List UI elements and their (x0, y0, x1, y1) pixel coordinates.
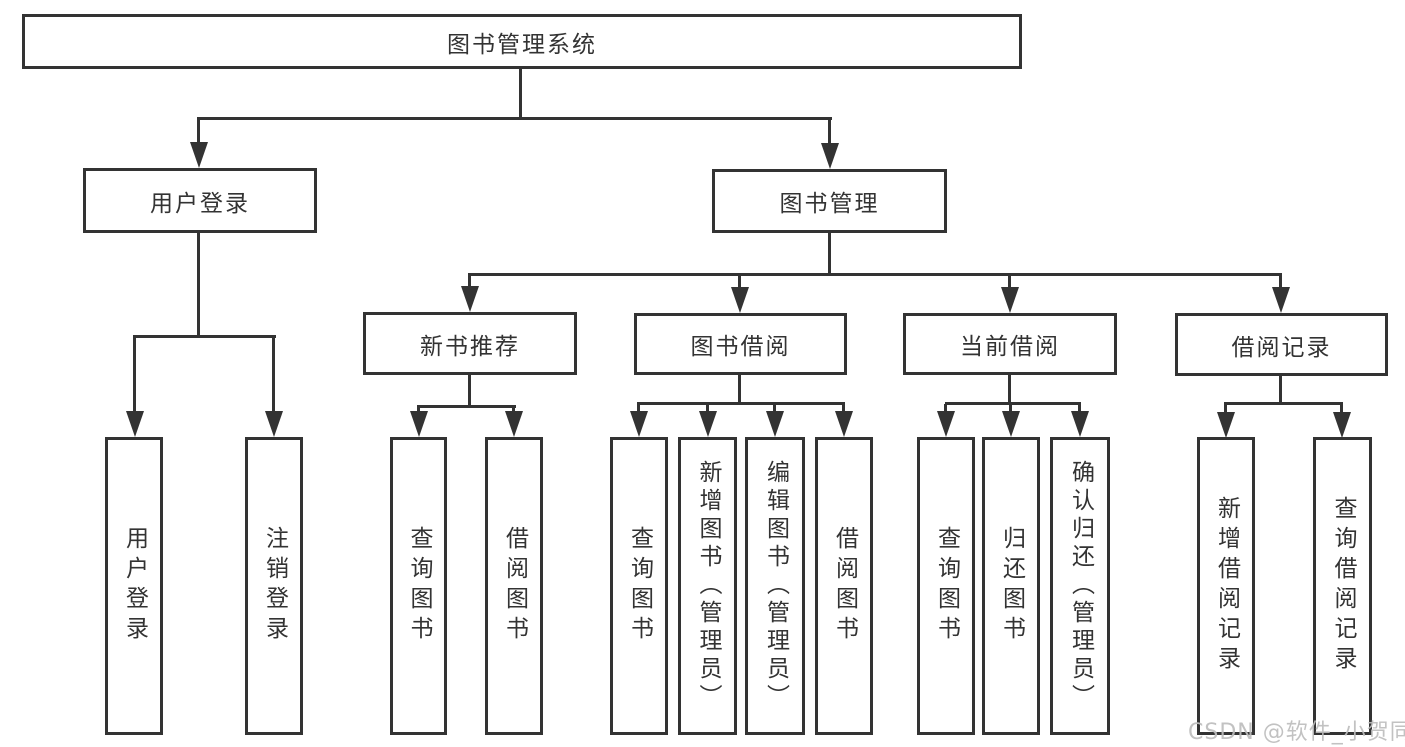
node-library-system: 图书管理系统 (22, 14, 1022, 69)
arrow-down-icon (937, 411, 955, 437)
node-current-borrow: 当前借阅 (903, 313, 1117, 375)
connector-drop-borrow-records (1279, 275, 1282, 288)
node-leaf-return-books: 归还图书 (982, 437, 1040, 735)
arrow-down-icon (731, 287, 749, 313)
connector-drop (1340, 404, 1343, 412)
connector-drop-login-leaf (133, 337, 136, 411)
arrow-down-icon (1071, 411, 1089, 437)
connector-drop (417, 407, 420, 412)
connector-drop (706, 404, 709, 411)
node-leaf-add-book-admin-label: 新增图书（管理员） (695, 460, 721, 712)
connector-drop-book-borrow (738, 275, 741, 288)
arrow-down-icon (835, 411, 853, 437)
node-new-book-recommend-label: 新书推荐 (420, 333, 520, 360)
node-borrow-records-label: 借阅记录 (1231, 334, 1332, 361)
node-leaf-user-login: 用户登录 (105, 437, 163, 735)
connector-borrow-records-bus (1224, 402, 1343, 405)
arrow-down-icon (505, 411, 523, 437)
arrow-down-icon (630, 411, 648, 437)
node-leaf-borrow-books-recommend-label: 借阅图书 (501, 526, 528, 646)
connector-new-book-stem (468, 375, 471, 407)
node-leaf-query-borrow-record: 查询借阅记录 (1313, 437, 1372, 735)
node-leaf-return-books-label: 归还图书 (998, 526, 1025, 646)
arrow-down-icon (1217, 412, 1235, 438)
node-leaf-confirm-return-admin: 确认归还（管理员） (1050, 437, 1110, 735)
connector-drop (773, 404, 776, 411)
node-leaf-query-books-current-label: 查询图书 (933, 526, 960, 646)
node-new-book-recommend: 新书推荐 (363, 312, 577, 375)
connector-drop-book-management (828, 119, 831, 144)
node-leaf-query-books-borrow-label: 查询图书 (626, 526, 653, 646)
node-leaf-query-books-borrow: 查询图书 (610, 437, 668, 735)
connector-user-login-bus (133, 335, 276, 338)
connector-drop (1078, 404, 1081, 411)
connector-borrow-records-stem (1279, 376, 1282, 404)
node-library-system-label: 图书管理系统 (447, 31, 597, 58)
arrow-down-icon (190, 142, 208, 168)
node-leaf-add-book-admin: 新增图书（管理员） (678, 437, 737, 735)
node-leaf-logout-label: 注销登录 (261, 526, 288, 646)
connector-drop-new-book (468, 275, 471, 287)
connector-drop (637, 404, 640, 411)
arrow-down-icon (410, 411, 428, 437)
connector-book-management-stem (828, 233, 831, 275)
node-leaf-confirm-return-admin-label: 确认归还（管理员） (1067, 460, 1094, 712)
connector-new-book-bus (417, 405, 516, 408)
node-book-borrow: 图书借阅 (634, 313, 847, 375)
connector-drop-current-borrow (1008, 275, 1011, 288)
node-leaf-query-books-current: 查询图书 (917, 437, 975, 735)
node-leaf-user-login-label: 用户登录 (121, 526, 148, 646)
node-book-management: 图书管理 (712, 169, 947, 233)
arrow-down-icon (1001, 287, 1019, 313)
node-leaf-add-borrow-record: 新增借阅记录 (1197, 437, 1255, 735)
node-book-management-label: 图书管理 (779, 191, 880, 217)
arrow-down-icon (1333, 412, 1351, 438)
node-leaf-query-books-recommend-label: 查询图书 (406, 526, 432, 646)
connector-drop (842, 404, 845, 411)
node-leaf-add-borrow-record-label: 新增借阅记录 (1213, 496, 1240, 676)
arrow-down-icon (1272, 287, 1290, 313)
connector-book-borrow-stem (738, 375, 741, 404)
connector-drop-logout-leaf (272, 337, 275, 411)
node-leaf-borrow-books: 借阅图书 (815, 437, 873, 735)
connector-drop (512, 407, 515, 412)
node-leaf-logout: 注销登录 (245, 437, 303, 735)
node-leaf-edit-book-admin-label: 编辑图书（管理员） (762, 460, 789, 712)
connector-drop-user-login (197, 119, 200, 143)
connector-drop (1224, 404, 1227, 412)
node-user-login-label: 用户登录 (150, 190, 250, 217)
connector-drop (1009, 404, 1012, 411)
connector-level2-bus (197, 117, 832, 120)
connector-level3-bus (468, 273, 1282, 276)
watermark: CSDN @软件_小贺同学 (1188, 720, 1405, 745)
node-leaf-borrow-books-recommend: 借阅图书 (485, 437, 543, 735)
node-leaf-query-borrow-record-label: 查询借阅记录 (1330, 496, 1356, 676)
connector-book-borrow-bus (637, 402, 845, 405)
node-current-borrow-label: 当前借阅 (960, 334, 1060, 360)
arrow-down-icon (699, 411, 717, 437)
connector-drop (944, 404, 947, 411)
arrow-down-icon (1002, 411, 1020, 437)
node-book-borrow-label: 图书借阅 (690, 334, 791, 360)
arrow-down-icon (461, 286, 479, 312)
connector-user-login-stem (197, 233, 200, 337)
node-user-login: 用户登录 (83, 168, 317, 233)
connector-current-borrow-bus (945, 402, 1081, 405)
arrow-down-icon (766, 411, 784, 437)
arrow-down-icon (821, 143, 839, 169)
arrow-down-icon (126, 411, 144, 437)
connector-current-borrow-stem (1008, 375, 1011, 404)
connector-root-stem (519, 69, 522, 120)
node-leaf-edit-book-admin: 编辑图书（管理员） (745, 437, 805, 735)
arrow-down-icon (265, 411, 283, 437)
node-borrow-records: 借阅记录 (1175, 313, 1388, 376)
node-leaf-borrow-books-label: 借阅图书 (831, 526, 858, 646)
node-leaf-query-books-recommend: 查询图书 (390, 437, 447, 735)
